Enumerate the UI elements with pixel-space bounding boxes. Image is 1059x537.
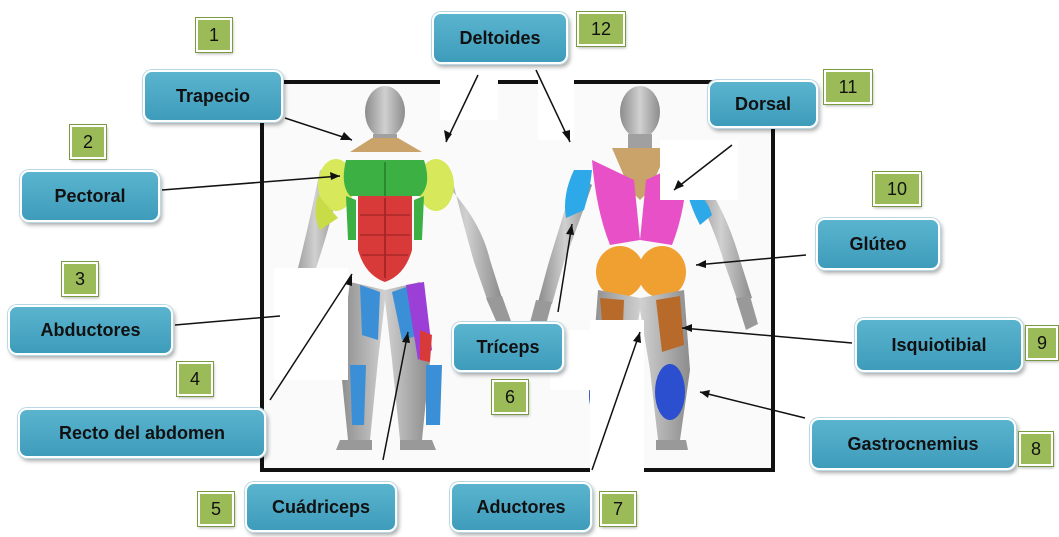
number-6: 6 bbox=[492, 380, 528, 414]
label-gluteo: Glúteo bbox=[816, 218, 940, 270]
blank-patch-1 bbox=[274, 268, 348, 380]
label-pectoral: Pectoral bbox=[20, 170, 160, 222]
number-5: 5 bbox=[198, 492, 234, 526]
number-2: 2 bbox=[70, 125, 106, 159]
label-aductores: Aductores bbox=[450, 482, 592, 532]
label-recto-del-abdomen: Recto del abdomen bbox=[18, 408, 266, 458]
label-isquiotibial: Isquiotibial bbox=[855, 318, 1023, 372]
number-11: 11 bbox=[824, 70, 872, 104]
front-shin-right bbox=[426, 365, 442, 425]
front-head bbox=[365, 86, 405, 138]
label-cuadriceps: Cuádriceps bbox=[245, 482, 397, 532]
front-trapezius bbox=[350, 138, 422, 152]
label-dorsal: Dorsal bbox=[708, 80, 818, 128]
back-calf-right bbox=[655, 364, 685, 420]
number-3: 3 bbox=[62, 262, 98, 296]
label-gastrocnemius: Gastrocnemius bbox=[810, 418, 1016, 470]
back-glute-right bbox=[638, 246, 686, 298]
front-quadriceps-left bbox=[360, 285, 380, 340]
number-8: 8 bbox=[1019, 432, 1053, 466]
number-12: 12 bbox=[577, 12, 625, 46]
blank-patch-3 bbox=[538, 60, 574, 140]
number-1: 1 bbox=[196, 18, 232, 52]
number-9: 9 bbox=[1026, 326, 1058, 360]
back-glute-left bbox=[596, 246, 644, 298]
label-deltoides: Deltoides bbox=[432, 12, 568, 64]
number-10: 10 bbox=[873, 172, 921, 206]
front-shin-left bbox=[350, 365, 366, 425]
back-triceps-left bbox=[565, 170, 592, 218]
number-4: 4 bbox=[177, 362, 213, 396]
label-trapecio: Trapecio bbox=[143, 70, 283, 122]
label-abductores: Abductores bbox=[8, 305, 173, 355]
label-triceps: Tríceps bbox=[452, 322, 564, 372]
blank-patch-2 bbox=[440, 60, 498, 120]
number-7: 7 bbox=[600, 492, 636, 526]
back-head bbox=[620, 86, 660, 138]
